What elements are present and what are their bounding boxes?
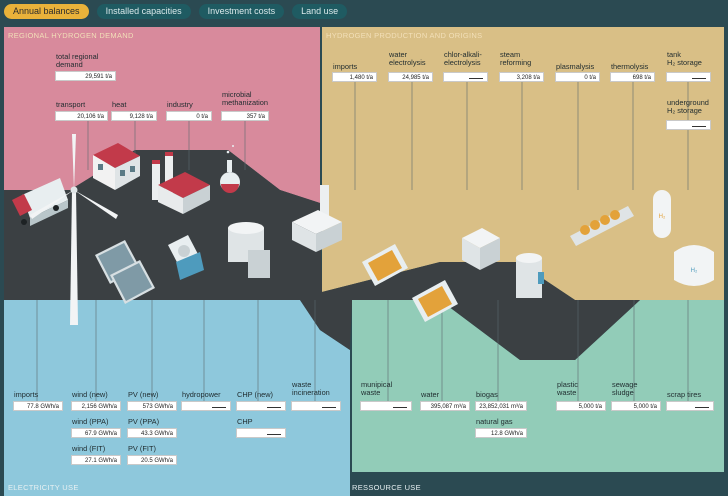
pv-new-value: 573 GWh/a — [127, 401, 177, 411]
chp-new-value — [236, 401, 286, 411]
plastic-waste-label: plastic waste — [557, 380, 578, 397]
tank-h2-mark: H₂ — [659, 214, 666, 220]
chlor-alkali-illustration — [462, 228, 500, 270]
underground-h2-mark: H₂ — [691, 268, 698, 274]
section-title-demand: REGIONAL HYDROGEN DEMAND — [8, 31, 134, 40]
el-imports-value: 77.8 GWh/a — [13, 401, 63, 411]
total-demand-label: total regional demand — [56, 52, 99, 69]
natural-gas-label: natural gas — [476, 417, 513, 426]
production-region — [322, 27, 724, 300]
scrap-tires-value — [666, 401, 714, 411]
plasmalysis-value: 0 t/a — [555, 72, 600, 82]
electrolyser-illustration — [362, 244, 458, 322]
truck-illustration — [12, 178, 68, 226]
chp-new-label: CHP (new) — [237, 390, 274, 399]
waste-incineration-illustration — [292, 185, 342, 252]
resource-region — [352, 300, 724, 472]
total-demand-value: 29,591 t/a — [55, 71, 116, 81]
chp-label: CHP — [237, 417, 253, 426]
wind-new-value: 2,156 GWh/a — [71, 401, 121, 411]
industry-value: 0 t/a — [166, 111, 212, 121]
factory-illustration — [152, 152, 210, 214]
pv-ppa-value: 43.3 GWh/a — [127, 428, 177, 438]
scrap-tires-label: scrap tires — [667, 390, 702, 399]
section-title-resource: RESSOURCE USE — [352, 483, 421, 492]
h2-imports-value: 1,480 t/a — [332, 72, 377, 82]
microbial-value: 357 t/a — [221, 111, 269, 121]
underground-storage-value — [666, 120, 711, 130]
tank-storage-illustration: H₂ — [653, 190, 671, 238]
water-value: 395,087 m³/a — [420, 401, 470, 411]
solar-panels-illustration — [95, 240, 155, 304]
tab-land-use[interactable]: Land use — [292, 4, 348, 19]
pv-ppa-label: PV (PPA) — [128, 417, 160, 426]
hydropower-label: hydropower — [182, 390, 221, 399]
water-electrolysis-label: water electrolysis — [389, 50, 426, 67]
pv-fit-value: 20.5 GWh/a — [127, 455, 177, 465]
wind-fit-label: wind (FIT) — [72, 444, 106, 453]
section-title-electricity: ELECTRICITY USE — [8, 483, 79, 492]
steam-reforming-label: steam reforming — [500, 50, 532, 67]
chlor-alkali-value — [443, 72, 488, 82]
chp-value — [236, 428, 286, 438]
wind-fit-value: 27.1 GWh/a — [71, 455, 121, 465]
plasmalysis-label: plasmalysis — [556, 62, 595, 71]
sewage-sludge-label: sewage sludge — [612, 380, 638, 397]
heat-value: 9,128 t/a — [111, 111, 157, 121]
flask-illustration — [220, 145, 240, 193]
transport-label: transport — [56, 100, 86, 109]
houses-illustration — [93, 143, 140, 190]
hydropower-illustration — [168, 235, 204, 280]
el-imports-label: imports — [14, 390, 39, 399]
pv-fit-label: PV (FIT) — [128, 444, 156, 453]
wind-ppa-label: wind (PPA) — [72, 417, 109, 426]
waste-incineration-value — [291, 401, 341, 411]
underground-storage-label: underground H₂ storage — [667, 98, 709, 115]
thermolysis-value: 698 t/a — [610, 72, 655, 82]
biogas-label: biogas — [476, 390, 498, 399]
tab-annual-balances[interactable]: Annual balances — [4, 4, 89, 19]
water-label: water — [421, 390, 440, 399]
plasmalysis-illustration — [570, 206, 634, 246]
transport-value: 20,106 t/a — [55, 111, 108, 121]
tank-storage-label: tank H₂ storage — [667, 50, 702, 67]
hydropower-value — [181, 401, 231, 411]
plastic-waste-value: 5,000 t/a — [556, 401, 606, 411]
steam-reforming-value: 3,208 t/a — [499, 72, 544, 82]
pv-new-label: PV (new) — [128, 390, 159, 399]
h2-imports-label: imports — [333, 62, 358, 71]
underground-storage-illustration: H₂ — [674, 245, 714, 286]
steam-reforming-illustration — [516, 253, 544, 298]
municipal-waste-label: munipical waste — [361, 380, 393, 397]
tab-investment-costs[interactable]: Investment costs — [198, 4, 285, 19]
microbial-label: microbial methanization — [222, 90, 269, 107]
waste-incineration-label: waste incineration — [292, 380, 330, 397]
sewage-sludge-value: 5,000 t/a — [611, 401, 661, 411]
municipal-waste-value — [360, 401, 412, 411]
heat-label: heat — [112, 100, 127, 109]
tab-bar: Annual balances Installed capacities Inv… — [4, 4, 348, 19]
electricity-region — [4, 300, 350, 496]
biogas-value: 23,852,031 m³/a — [475, 401, 527, 411]
industry-label: industry — [167, 100, 193, 109]
water-electrolysis-value: 24,985 t/a — [388, 72, 433, 82]
tank-storage-value — [666, 72, 711, 82]
chlor-alkali-label: chlor-alkali- electrolysis — [444, 50, 482, 67]
chp-plant-illustration — [228, 222, 270, 278]
section-title-production: HYDROGEN PRODUCTION AND ORIGINS — [326, 31, 483, 40]
thermolysis-label: thermolysis — [611, 62, 649, 71]
natural-gas-value: 12.8 GWh/a — [475, 428, 527, 438]
wind-ppa-value: 67.9 GWh/a — [71, 428, 121, 438]
connector-lines — [36, 78, 689, 405]
wind-turbine-illustration — [30, 134, 118, 325]
tab-installed-capacities[interactable]: Installed capacities — [96, 4, 191, 19]
wind-new-label: wind (new) — [72, 390, 108, 399]
